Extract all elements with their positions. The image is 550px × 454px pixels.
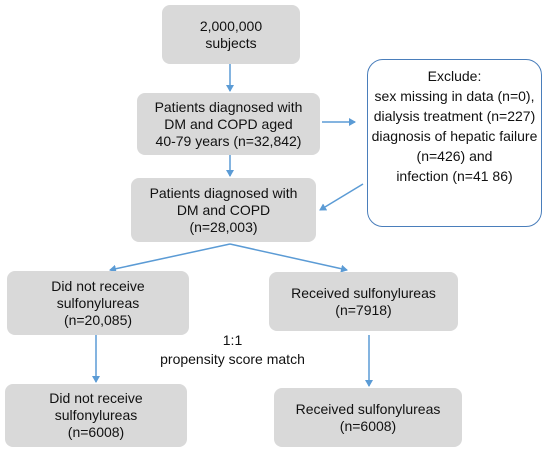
no-sulfonylureas-box: Did not receive sulfonylureas (n=20,085) [7, 271, 189, 335]
nosu-matched-line-2: sulfonylureas [54, 407, 138, 423]
exclude-line-1: Exclude: [427, 68, 482, 84]
nosu-matched-line-1: Did not receive [49, 390, 143, 406]
exclude-line-4: diagnosis of hepatic failure [371, 128, 538, 144]
dm-copd-box: Patients diagnosed with DM and COPD (n=2… [131, 178, 316, 242]
exclude-line-3: dialysis treatment (n=227) [373, 108, 536, 124]
sulfonylureas-box: Received sulfonylureas (n=7918) [269, 272, 458, 331]
su-matched-line-1: Received sulfonylureas [295, 400, 441, 417]
total-line-1: 2,000,000 [199, 17, 263, 34]
exclude-line-2: sex missing in data (n=0), [374, 88, 535, 104]
arrow-exclude-to-dmcopd [319, 183, 364, 211]
su-line-1: Received sulfonylureas [291, 284, 436, 301]
sulfonylureas-matched-box: Received sulfonylureas (n=6008) [274, 388, 462, 447]
aged-line-1: Patients diagnosed with [154, 98, 303, 115]
dmcopd-line-2: DM and COPD [176, 201, 271, 218]
su-matched-line-2: (n=6008) [339, 417, 397, 434]
exclude-box: Exclude: sex missing in data (n=0), dial… [367, 59, 542, 227]
nosu-line-1: Did not receive [51, 277, 145, 294]
propensity-match-label: 1:1 propensity score match [150, 331, 315, 369]
exclude-line-5: (n=426) and [416, 148, 493, 164]
total-subjects-box: 2,000,000 subjects [162, 5, 300, 64]
nosu-line-3: (n=20,085) [63, 311, 133, 328]
arrow-dmcopd-to-su [229, 243, 348, 273]
aged-patients-box: Patients diagnosed with DM and COPD aged… [137, 93, 320, 155]
exclude-line-6: infection (n=41 86) [396, 168, 513, 184]
arrow-dmcopd-to-nosu [109, 243, 231, 273]
match-ratio: 1:1 [222, 332, 243, 348]
aged-line-3: 40-79 years (n=32,842) [155, 132, 302, 149]
nosu-line-2: sulfonylureas [56, 294, 140, 311]
dmcopd-line-3: (n=28,003) [189, 218, 258, 235]
no-sulfonylureas-matched-box: Did not receive sulfonylureas (n=6008) [5, 384, 187, 447]
aged-line-2: DM and COPD aged [164, 115, 293, 132]
dmcopd-line-1: Patients diagnosed with [149, 184, 298, 201]
su-line-2: (n=7918) [335, 301, 392, 318]
total-line-2: subjects [205, 34, 257, 51]
nosu-matched-line-3: (n=6008) [67, 424, 125, 440]
match-text: propensity score match [160, 351, 305, 367]
